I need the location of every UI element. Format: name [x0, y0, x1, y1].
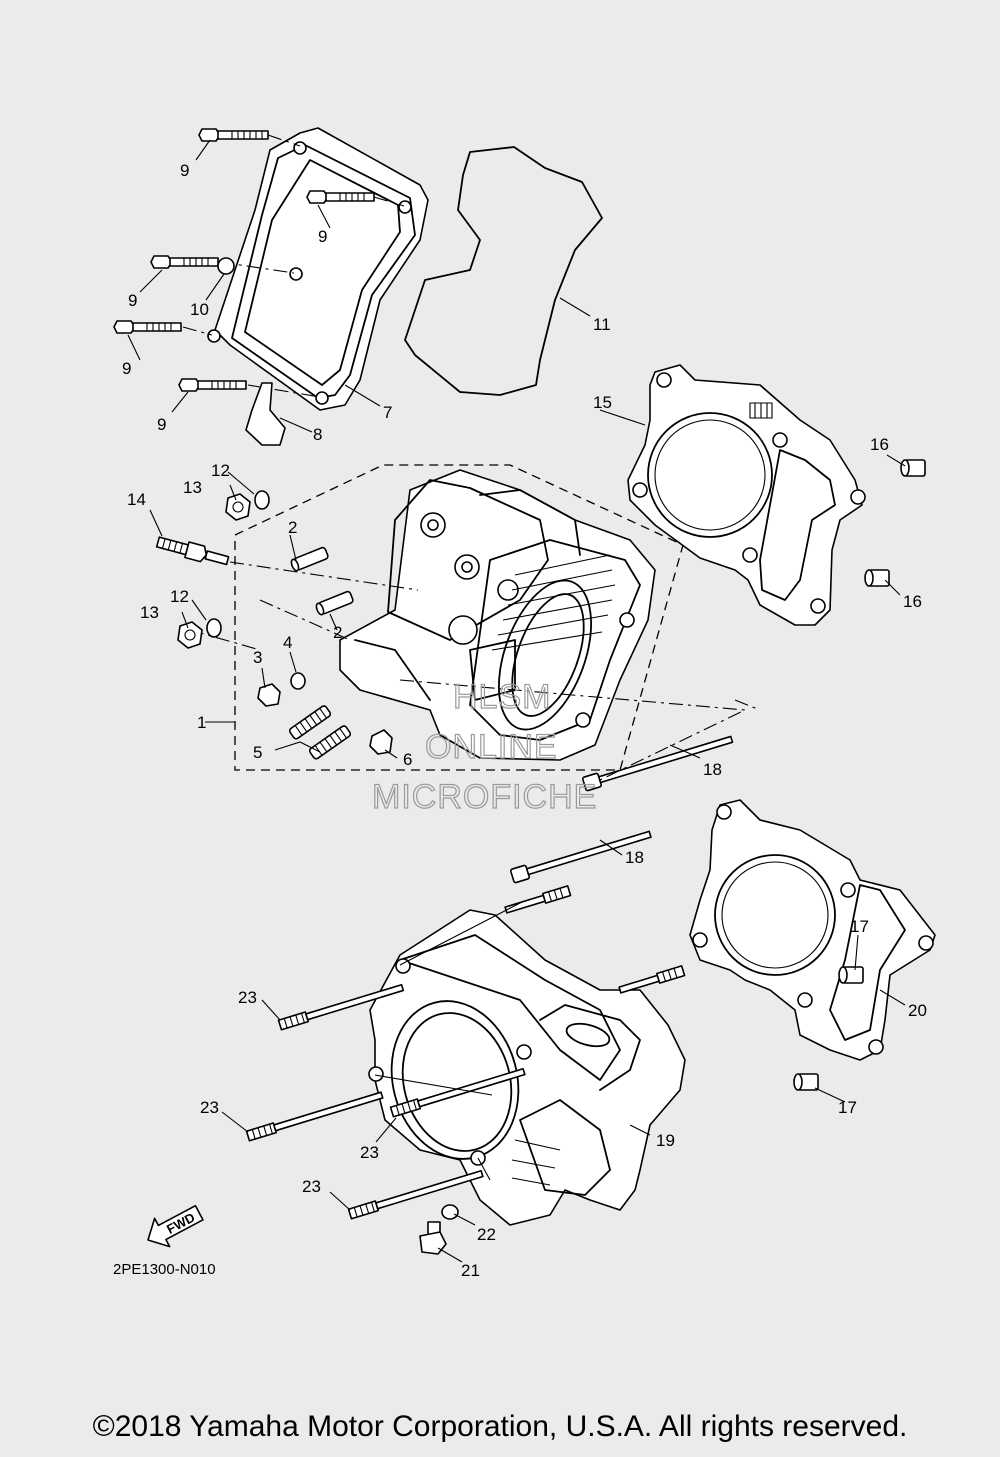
reference-code: 2PE1300-N010 — [113, 1261, 216, 1278]
copyright-notice: ©2018 Yamaha Motor Corporation, U.S.A. A… — [92, 1410, 908, 1443]
callout-21: 21 — [461, 1261, 480, 1280]
callout-17a: 17 — [850, 917, 869, 936]
callout-6: 6 — [403, 750, 412, 769]
callout-16a: 16 — [870, 435, 889, 454]
callout-11: 11 — [593, 315, 611, 334]
callout-13b: 13 — [140, 603, 159, 622]
callout-14: 14 — [127, 490, 146, 509]
dowels-17 — [793, 966, 864, 1091]
callout-9e: 9 — [157, 415, 166, 434]
forward-arrow-icon: FWD — [147, 1204, 204, 1248]
callout-9c: 9 — [128, 291, 137, 310]
callout-15: 15 — [593, 393, 612, 412]
callout-19: 19 — [656, 1131, 675, 1150]
bracket-8 — [245, 382, 286, 446]
dowel-pins — [290, 546, 354, 616]
callout-12a: 12 — [211, 461, 230, 480]
long-bolts-18 — [399, 679, 761, 884]
cover-gasket — [404, 146, 603, 396]
callout-16b: 16 — [903, 592, 922, 611]
callout-2a: 2 — [288, 518, 297, 537]
callout-18a: 18 — [703, 760, 722, 779]
watermark: HLSM ONLINE MICROFICHE — [371, 677, 597, 816]
small-parts — [257, 672, 393, 760]
callout-8: 8 — [313, 425, 322, 444]
cylinder-base-gasket — [689, 799, 936, 1061]
callout-23b: 23 — [200, 1098, 219, 1117]
callout-9b: 9 — [318, 227, 327, 246]
callout-10: 10 — [190, 300, 209, 319]
callout-9a: 9 — [180, 161, 189, 180]
plug-14 — [155, 536, 230, 566]
callout-9d: 9 — [122, 359, 131, 378]
head-gasket — [627, 364, 866, 626]
washer-22 — [441, 1204, 459, 1220]
callout-23a: 23 — [238, 988, 257, 1007]
callout-3: 3 — [253, 648, 262, 667]
nuts-and-washers — [177, 490, 270, 649]
fwd-label: FWD — [164, 1210, 197, 1237]
callout-17b: 17 — [838, 1098, 857, 1117]
cylinder — [368, 909, 686, 1226]
callout-20: 20 — [908, 1001, 927, 1020]
watermark-line-1: HLSM — [453, 678, 551, 716]
cover-bolts — [113, 128, 405, 398]
callout-23d: 23 — [302, 1177, 321, 1196]
callout-labels: 1 2 2 3 4 5 6 7 8 9 9 9 9 9 10 11 12 12 … — [122, 161, 927, 1280]
callout-13a: 13 — [183, 478, 202, 497]
callout-12b: 12 — [170, 587, 189, 606]
callout-1: 1 — [197, 713, 206, 732]
watermark-line-3: MICROFICHE — [372, 778, 597, 816]
watermark-line-2: ONLINE — [425, 728, 558, 766]
callout-5: 5 — [253, 743, 262, 762]
callout-23c: 23 — [360, 1143, 379, 1162]
callout-7: 7 — [383, 403, 392, 422]
fitting-21 — [419, 1221, 447, 1255]
leader-lines — [127, 139, 906, 1263]
callout-2b: 2 — [333, 623, 342, 642]
callout-18b: 18 — [625, 848, 644, 867]
cylinder-head — [339, 469, 656, 761]
studs-23 — [245, 885, 686, 1220]
washer-10 — [217, 257, 235, 275]
cylinder-head-cover — [207, 127, 429, 411]
callout-22: 22 — [477, 1225, 496, 1244]
dowels-16 — [864, 459, 926, 587]
callout-4: 4 — [283, 633, 292, 652]
